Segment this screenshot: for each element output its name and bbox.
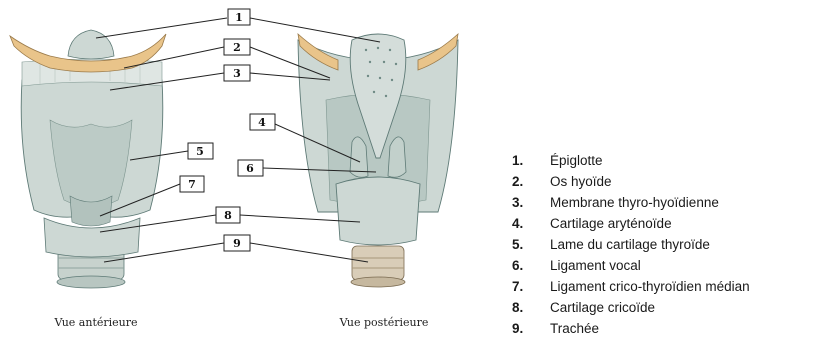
svg-text:1: 1 bbox=[235, 11, 243, 24]
callout-6: 6 bbox=[238, 160, 263, 176]
posterior-view-caption: Vue postérieure bbox=[339, 316, 429, 329]
svg-text:5: 5 bbox=[196, 145, 204, 158]
svg-text:2: 2 bbox=[233, 41, 241, 54]
callout-5: 5 bbox=[188, 143, 213, 159]
posterior-trachea bbox=[351, 246, 405, 287]
legend-item: 6.Ligament vocal bbox=[512, 255, 832, 276]
svg-text:6: 6 bbox=[246, 162, 254, 175]
legend-item: 5.Lame du cartilage thyroïde bbox=[512, 234, 832, 255]
anterior-view-caption: Vue antérieure bbox=[53, 316, 137, 329]
svg-text:4: 4 bbox=[258, 116, 266, 129]
callout-9: 9 bbox=[224, 235, 250, 251]
legend-item: 8.Cartilage cricoïde bbox=[512, 297, 832, 318]
callout-7: 7 bbox=[180, 176, 204, 192]
svg-text:3: 3 bbox=[233, 67, 241, 80]
anterior-view bbox=[10, 30, 166, 288]
callout-8: 8 bbox=[216, 207, 240, 223]
svg-text:9: 9 bbox=[233, 237, 241, 250]
callout-1: 1 bbox=[228, 9, 250, 25]
callout-4: 4 bbox=[250, 114, 275, 130]
anterior-epiglottis bbox=[68, 30, 114, 59]
callout-3: 3 bbox=[224, 65, 250, 81]
posterior-cricoid-cartilage bbox=[336, 177, 420, 245]
posterior-view bbox=[298, 34, 458, 287]
legend-item: 7.Ligament crico-thyroïdien médian bbox=[512, 276, 832, 297]
svg-text:7: 7 bbox=[188, 178, 196, 191]
legend-item: 1.Épiglotte bbox=[512, 150, 832, 171]
legend-item: 2.Os hyoïde bbox=[512, 171, 832, 192]
callout-2: 2 bbox=[224, 39, 250, 55]
legend-item: 3.Membrane thyro-hyoïdienne bbox=[512, 192, 832, 213]
svg-text:8: 8 bbox=[224, 209, 232, 222]
legend-item: 4.Cartilage aryténoïde bbox=[512, 213, 832, 234]
legend-item: 9.Trachée bbox=[512, 318, 832, 339]
legend-list: 1.Épiglotte 2.Os hyoïde 3.Membrane thyro… bbox=[512, 150, 832, 339]
